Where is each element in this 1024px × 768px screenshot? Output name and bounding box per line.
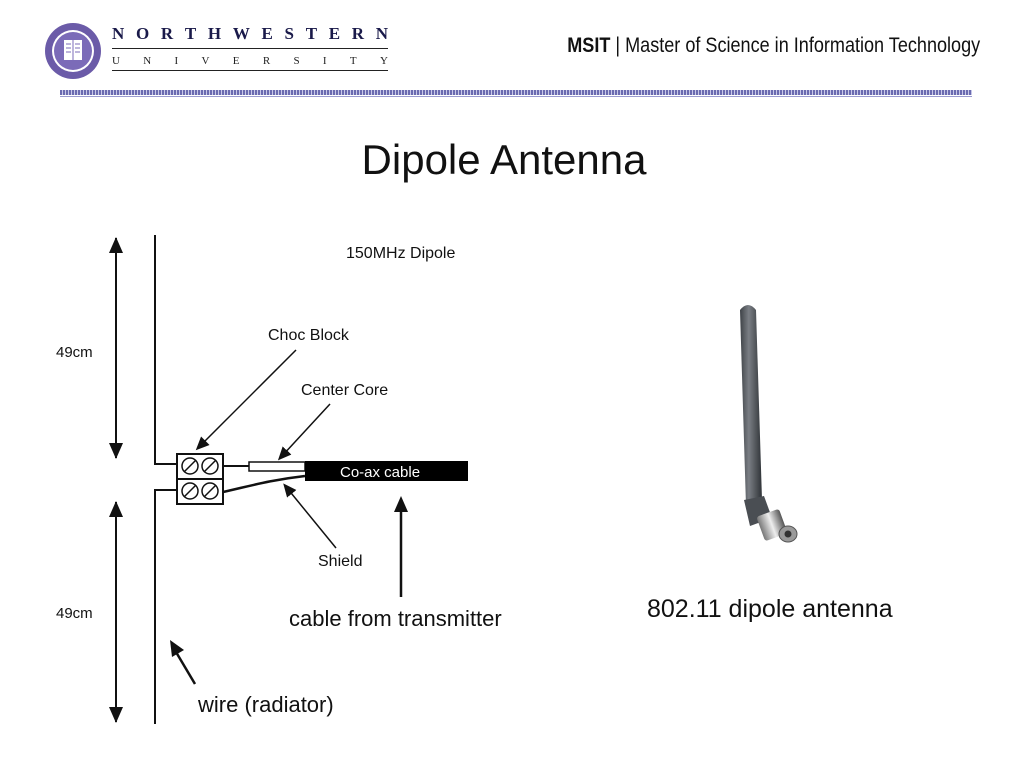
- shield-label: Shield: [318, 553, 362, 570]
- antenna-body: [740, 305, 762, 506]
- coax-label: Co-ax cable: [340, 464, 420, 481]
- university-sub-letter: R: [262, 55, 271, 67]
- shield-pointer: [283, 483, 337, 549]
- length-label-top: 49cm: [56, 344, 93, 361]
- university-rule: [112, 48, 388, 49]
- university-sub-letter: I: [174, 55, 179, 67]
- header-bar: [60, 90, 972, 95]
- university-sub-letter: V: [201, 55, 210, 67]
- arrowhead-up-bottom: [109, 501, 123, 517]
- center-core-label: Center Core: [301, 382, 388, 399]
- center-core: [248, 461, 306, 472]
- antenna-photo: [740, 305, 798, 543]
- university-seal-icon: [45, 23, 101, 79]
- university-name-letter: T: [184, 24, 197, 43]
- wire-top: [154, 235, 178, 465]
- university-sub-letter: I: [322, 55, 327, 67]
- wire-caption: wire (radiator): [198, 692, 334, 717]
- arrowhead-down-bottom: [109, 707, 123, 723]
- wire-arrowhead: [170, 640, 184, 657]
- university-rule-bottom: [112, 70, 388, 71]
- arrowhead-up-top: [109, 237, 123, 253]
- university-sub-letter: U: [112, 55, 120, 67]
- wire-arrow: [174, 651, 197, 685]
- university-name-letter: E: [261, 24, 273, 43]
- university-name-letter: S: [284, 24, 294, 43]
- center-core-pointer: [277, 403, 331, 461]
- length-label-bottom: 49cm: [56, 605, 93, 622]
- university-name-letter: O: [135, 24, 150, 43]
- university-name-letter: R: [160, 24, 174, 43]
- university-name-letter: N: [375, 24, 388, 43]
- university-name-letter: H: [207, 24, 222, 43]
- arrowhead-down-top: [109, 443, 123, 459]
- university-name-letter: R: [351, 24, 365, 43]
- wire-bottom: [154, 489, 178, 724]
- university-name-letter: E: [328, 24, 341, 43]
- antenna-caption: 802.11 dipole antenna: [647, 595, 893, 623]
- header-bar-line: [60, 96, 972, 97]
- slide-title: Dipole Antenna: [361, 136, 647, 183]
- university-name-letter: W: [232, 24, 250, 43]
- cable-arrowhead: [394, 496, 408, 512]
- university-sub-letter: Y: [379, 55, 388, 67]
- diagram-title: 150MHz Dipole: [346, 245, 455, 262]
- coax-cable: [305, 461, 468, 481]
- program-header: MSIT | Master of Science in Information …: [567, 34, 980, 58]
- choc-block-label: Choc Block: [268, 327, 350, 344]
- program-abbr: MSIT: [567, 34, 611, 57]
- university-sub-letter: N: [143, 55, 152, 67]
- program-separator: |: [615, 34, 620, 57]
- university-sub-letter: S: [293, 55, 300, 67]
- cable-caption: cable from transmitter: [289, 606, 502, 631]
- screw-terminals: [181, 457, 219, 500]
- shield-wire: [222, 474, 306, 494]
- university-sub-letter: T: [349, 55, 357, 67]
- program-name: Master of Science in Information Technol…: [624, 34, 980, 57]
- university-sub-letter: E: [232, 55, 240, 67]
- choc-block-pointer: [195, 349, 297, 451]
- university-name-letter: N: [112, 24, 125, 43]
- university-name-letter: T: [305, 24, 318, 43]
